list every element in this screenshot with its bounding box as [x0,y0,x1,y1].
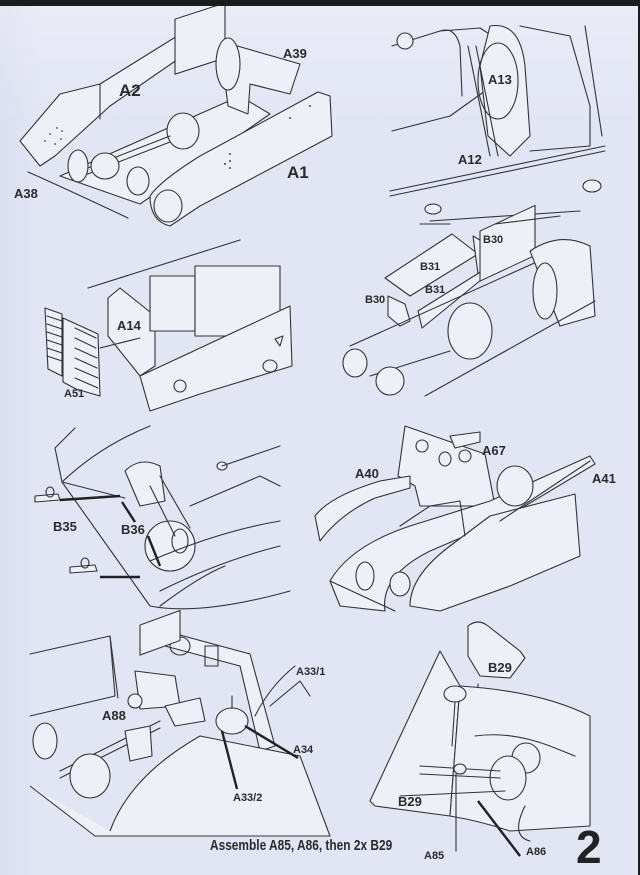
part-label-b29-top: B29 [488,660,512,675]
panel-engine-cover: B30 B31 B31 B30 [330,204,638,406]
panel-interior-left: A33/1 A88 A34 A33/2 [0,606,340,837]
panel-grille: A14 A51 [0,226,320,416]
part-label-a88: A88 [102,708,126,723]
interior-left-drawing [29,609,331,837]
panel-interior-right: B29 B29 A85 A86 [360,606,638,862]
part-label-a86: A86 [526,846,547,858]
part-label-b35: B35 [53,519,77,534]
part-label-a34: A34 [293,744,314,756]
part-label-b31-bottom: B31 [425,284,446,296]
assembly-caption: Assemble A85, A86, then 2x B29 [210,838,393,854]
panel-engine-detail: A13 A12 [380,6,638,226]
engine-cover-drawing [342,204,596,397]
panel-fenders: A67 A40 A41 [300,416,638,616]
part-label-a33-2: A33/2 [233,792,263,804]
part-label-b36: B36 [121,522,145,537]
panel-hull-engine: A2 A39 A1 A38 [0,6,340,227]
part-label-a41: A41 [592,471,616,486]
grille-drawing [44,239,293,412]
part-label-a13: A13 [488,72,512,87]
part-label-a51: A51 [64,388,85,400]
part-label-a40: A40 [355,466,379,481]
part-label-a38: A38 [14,186,38,201]
part-label-a85: A85 [424,850,445,862]
part-label-a14: A14 [117,318,141,333]
engine-detail-drawing [389,24,606,222]
step-number: 2 [576,821,602,873]
part-label-a67: A67 [482,443,506,458]
part-label-b30-bottom: B30 [365,294,386,306]
towing-eyes-drawing [34,425,291,610]
part-label-a33-1: A33/1 [296,666,326,678]
part-label-a2: A2 [119,81,141,100]
part-label-b30-top: B30 [483,234,504,246]
part-label-a39: A39 [283,46,307,61]
instruction-sheet: A2 A39 A1 A38 A13 A12 [0,6,638,875]
panel-towing-eyes: B35 B36 [0,416,320,616]
part-label-b29-bottom: B29 [398,794,422,809]
interior-right-drawing [369,621,591,857]
part-label-a1: A1 [287,163,309,182]
part-label-b31-top: B31 [420,261,441,273]
hull-engine-drawing [19,6,333,227]
part-label-a12: A12 [458,152,482,167]
fenders-drawing [314,425,596,612]
